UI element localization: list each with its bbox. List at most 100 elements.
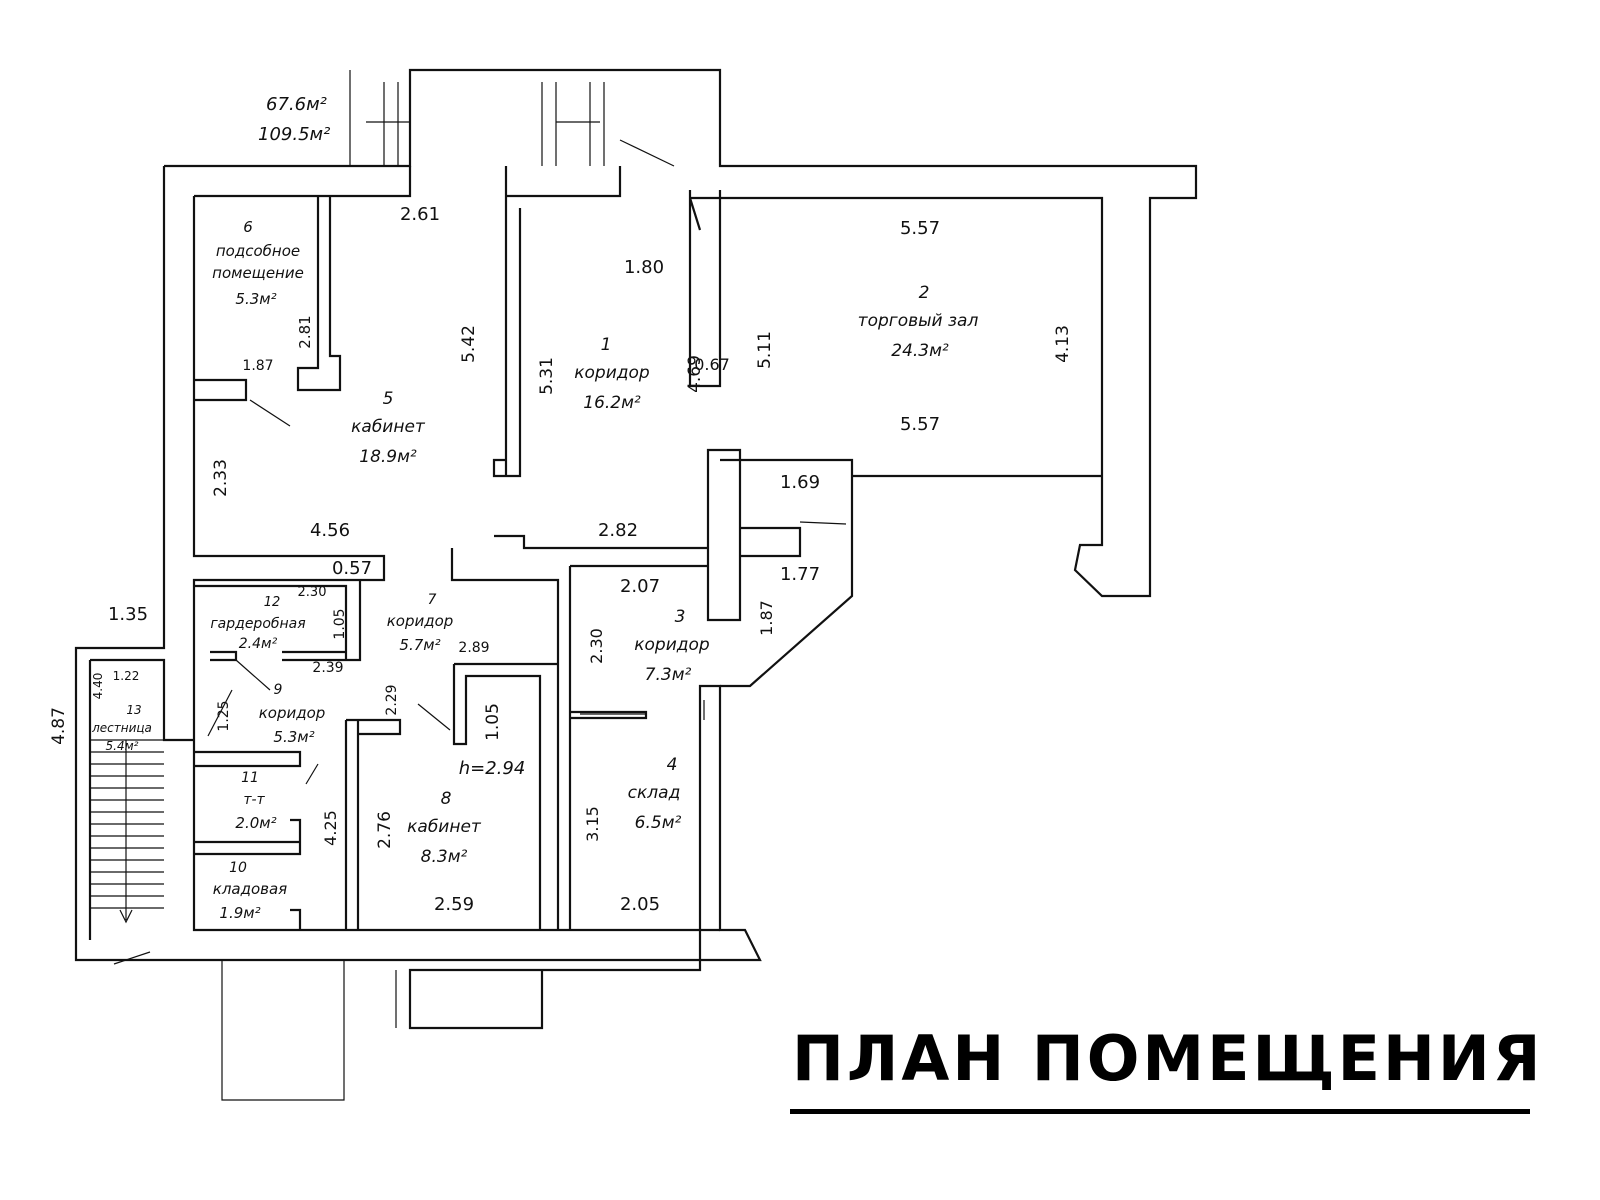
room-11-id: 11 (241, 770, 259, 786)
room-12-label: 12 гардеробная 2.4м² (210, 595, 305, 652)
wall-room12 (194, 580, 362, 662)
room-3-name: коридор (634, 635, 710, 655)
room-5-area: 18.9м² (359, 447, 417, 467)
room-8-area: 8.3м² (421, 847, 468, 867)
dim-4-25: 4.25 (321, 810, 340, 846)
dim-4-87: 4.87 (49, 707, 69, 745)
wall-room8 (344, 662, 558, 930)
dim-4-69: 4.69 (685, 355, 705, 393)
outer-wall-inner-left (192, 196, 720, 932)
wall-room6 (194, 196, 342, 402)
bottom-porch (221, 960, 397, 1101)
dim-0-57: 0.57 (332, 558, 372, 579)
room-2-name: торговый зал (858, 311, 979, 331)
room-10-area: 1.9м² (219, 904, 260, 922)
door-swings (113, 399, 847, 965)
room-3-area: 7.3м² (645, 665, 692, 685)
room-7-name: коридор (387, 612, 454, 630)
room-4-name: склад (628, 783, 681, 803)
dim-4-40: 4.40 (91, 673, 105, 700)
room-7-id: 7 (428, 592, 437, 608)
dim-2-59: 2.59 (434, 894, 474, 915)
room-6-area: 5.3м² (235, 290, 276, 308)
dim-2-76: 2.76 (375, 811, 395, 849)
wall-room1-2 (688, 190, 722, 388)
room-7-label: 7 коридор 5.7м² (387, 592, 454, 654)
total-area-1: 67.6м² (266, 94, 327, 115)
room-8-name: кабинет (407, 817, 482, 837)
dim-2-82: 2.82 (598, 520, 638, 541)
dim-1-05-a: 1.05 (332, 608, 348, 639)
room-5-id: 5 (383, 389, 394, 409)
total-area-2: 109.5м² (258, 124, 330, 145)
dim-5-57-bottom: 5.57 (900, 414, 940, 435)
dim-2-30-a: 2.30 (298, 585, 327, 600)
room-12-area: 2.4м² (239, 636, 278, 652)
dim-1-80: 1.80 (624, 257, 664, 278)
room-9-label: 9 коридор 5.3м² (259, 682, 326, 746)
room-6-name-2: помещение (212, 264, 304, 282)
dim-3-15: 3.15 (583, 806, 602, 842)
outer-walls (74, 68, 1198, 1101)
wall-room11-10 (194, 750, 302, 930)
dim-1-25: 1.25 (216, 700, 232, 731)
room-12-id: 12 (264, 595, 281, 610)
room-9-area: 5.3м² (273, 728, 314, 746)
room-13-label: 13 лестница 5.4м² (91, 703, 152, 753)
dim-2-33: 2.33 (211, 459, 231, 497)
stair-treads (90, 739, 164, 924)
dim-1-35: 1.35 (108, 604, 148, 625)
dim-1-87-b: 1.87 (757, 600, 776, 636)
room-3-label: 3 коридор 7.3м² (634, 607, 710, 685)
wall-room3-4 (570, 710, 648, 720)
room-8-id: 8 (441, 789, 452, 809)
dim-1-77: 1.77 (780, 564, 820, 585)
dim-2-30-b: 2.30 (587, 628, 606, 664)
dim-5-11: 5.11 (755, 331, 775, 369)
dim-1-87-a: 1.87 (242, 358, 273, 374)
room-8-label: h=2.94 8 кабинет 8.3м² (407, 758, 525, 867)
room-9-name: коридор (259, 704, 326, 722)
room-6-name-1: подсобное (216, 242, 300, 260)
page-title: ПЛАН ПОМЕЩЕНИЯ (792, 1022, 1544, 1095)
room-1-area: 16.2м² (583, 393, 641, 413)
dim-1-69: 1.69 (780, 472, 820, 493)
room-4-id: 4 (667, 755, 678, 775)
room-3-id: 3 (675, 607, 686, 627)
room-11-name: т-т (243, 792, 265, 808)
dim-2-61: 2.61 (400, 204, 440, 225)
room-5-name: кабинет (351, 417, 426, 437)
dim-0-67: 0.67 (694, 355, 730, 374)
room-9-id: 9 (274, 682, 283, 698)
interior-walls (88, 190, 1102, 965)
room-5-label: 5 кабинет 18.9м² (351, 389, 426, 467)
dimensions: 2.61 1.80 5.57 5.57 1.87 4.56 0.57 2.82 … (49, 204, 1073, 915)
room-2-label: 2 торговый зал 24.3м² (858, 283, 979, 361)
dim-5-57-top: 5.57 (900, 218, 940, 239)
dim-2-89: 2.89 (458, 640, 489, 656)
dim-1-05-b: 1.05 (483, 703, 503, 741)
dim-2-07: 2.07 (620, 576, 660, 597)
room-11-label: 11 т-т 2.0м² (235, 770, 276, 832)
room-13-area: 5.4м² (106, 739, 139, 753)
room-12-name: гардеробная (210, 616, 305, 632)
room-7-area: 5.7м² (399, 636, 440, 654)
ceiling-height: h=2.94 (459, 758, 526, 779)
room-4-label: 4 склад 6.5м² (628, 755, 682, 833)
dim-5-31: 5.31 (537, 357, 557, 395)
room-2-area: 24.3м² (891, 341, 949, 361)
wall-corridor7 (450, 534, 708, 930)
dim-1-22: 1.22 (113, 669, 140, 683)
dim-5-42: 5.42 (459, 325, 479, 363)
dim-2-39: 2.39 (312, 660, 343, 676)
room-1-label: 1 коридор 16.2м² (574, 335, 650, 413)
dim-4-56: 4.56 (310, 520, 350, 541)
wall-room2-bottom (720, 458, 1102, 688)
wall-pillar (706, 448, 802, 622)
outer-wall-inner-top (194, 166, 622, 198)
dim-2-05: 2.05 (620, 894, 660, 915)
room-1-name: коридор (574, 363, 650, 383)
room-13-id: 13 (126, 703, 141, 717)
room-10-label: 10 кладовая 1.9м² (213, 860, 287, 922)
